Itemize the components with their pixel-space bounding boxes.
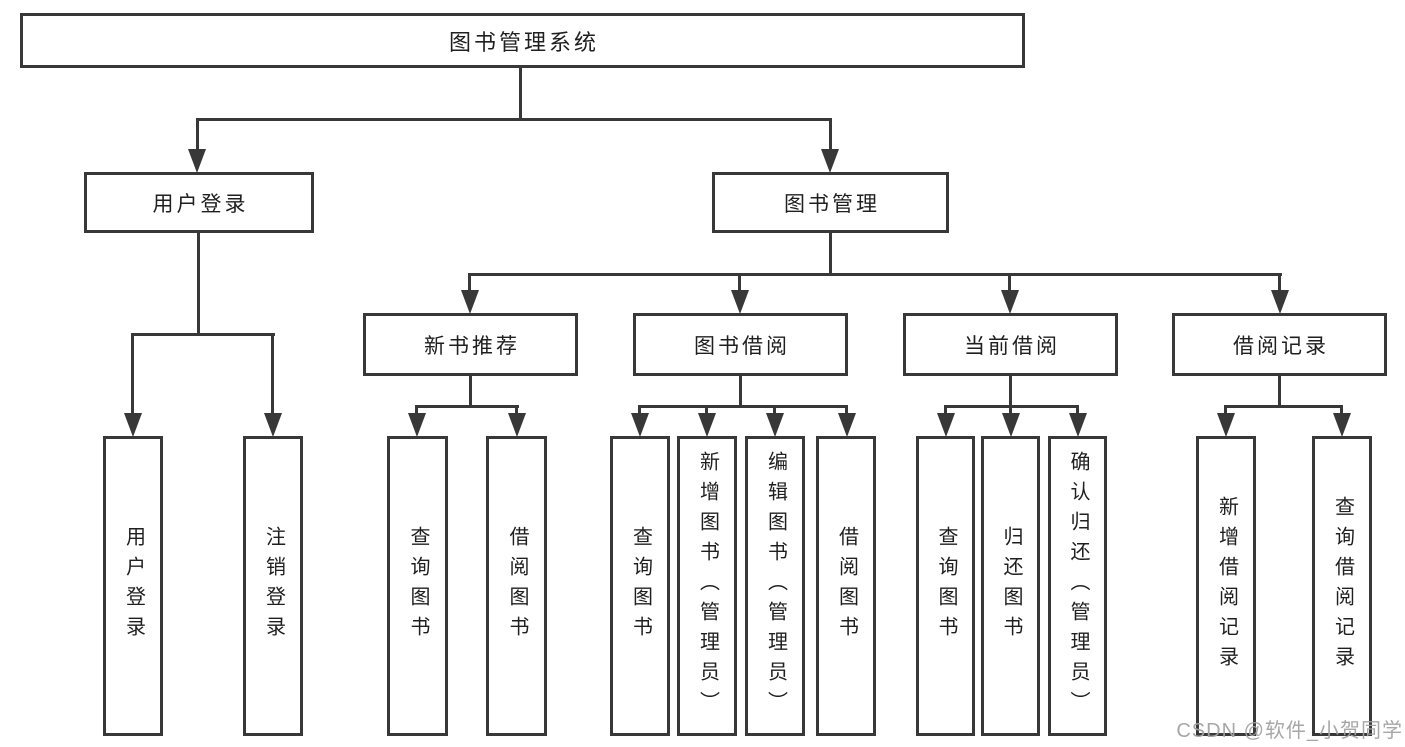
- connector-line: [469, 376, 472, 407]
- connector-line: [519, 68, 522, 120]
- node-new-book-recommend: 新书推荐: [363, 313, 578, 376]
- connector-line: [705, 405, 708, 416]
- connector-line: [271, 333, 274, 414]
- arrow-down-icon: [264, 413, 282, 437]
- leaf-borrow-borrow-book-label: 借阅图书: [835, 526, 858, 646]
- leaf-current-confirm-return: 确认归还（管理员）: [1048, 436, 1107, 736]
- connector-line: [773, 405, 776, 416]
- arrow-down-icon: [838, 413, 856, 437]
- connector-line: [1008, 273, 1011, 293]
- leaf-borrow-edit-book-label: 编辑图书（管理员）: [764, 451, 787, 721]
- node-borrow-records: 借阅记录: [1172, 313, 1387, 376]
- leaf-user-login: 用户登录: [103, 436, 163, 736]
- connector-line: [197, 233, 200, 335]
- leaf-records-search-record-label: 查询借阅记录: [1331, 496, 1354, 676]
- connector-line: [415, 405, 519, 408]
- connector-line: [1278, 376, 1281, 407]
- connector-line: [131, 333, 275, 336]
- arrow-down-icon: [821, 149, 839, 173]
- leaf-records-add-record: 新增借阅记录: [1196, 436, 1256, 736]
- arrow-down-icon: [731, 290, 749, 314]
- leaf-logout-label: 注销登录: [262, 526, 285, 646]
- arrow-down-icon: [1002, 413, 1020, 437]
- arrow-down-icon: [766, 413, 784, 437]
- connector-line: [131, 333, 134, 414]
- arrow-down-icon: [937, 413, 955, 437]
- connector-line: [468, 273, 471, 293]
- leaf-borrow-add-book: 新增图书（管理员）: [677, 436, 737, 736]
- connector-line: [829, 233, 832, 275]
- node-user-login: 用户登录: [84, 172, 314, 233]
- arrow-down-icon: [1333, 413, 1351, 437]
- connector-line: [1009, 405, 1012, 416]
- connector-line: [415, 405, 418, 416]
- leaf-newbooks-search-book-label: 查询图书: [407, 526, 429, 646]
- leaf-current-search-book: 查询图书: [916, 436, 975, 736]
- arrow-down-icon: [408, 413, 426, 437]
- leaf-borrow-search-book-label: 查询图书: [629, 526, 652, 646]
- arrow-down-icon: [1271, 290, 1289, 314]
- connector-line: [196, 118, 832, 121]
- node-current-borrow: 当前借阅: [903, 313, 1118, 376]
- connector-line: [1224, 405, 1343, 408]
- watermark: CSDN @软件_小贺同学: [1176, 720, 1403, 742]
- connector-line: [638, 405, 848, 408]
- leaf-newbooks-borrow-book-label: 借阅图书: [506, 526, 528, 646]
- leaf-logout: 注销登录: [243, 436, 303, 736]
- connector-line: [738, 273, 741, 293]
- arrow-down-icon: [1217, 413, 1235, 437]
- connector-line: [196, 118, 199, 152]
- connector-line: [1340, 405, 1343, 416]
- leaf-records-add-record-label: 新增借阅记录: [1215, 496, 1238, 676]
- leaf-user-login-label: 用户登录: [122, 526, 145, 646]
- leaf-current-return-book-label: 归还图书: [1000, 526, 1022, 646]
- leaf-borrow-borrow-book: 借阅图书: [816, 436, 876, 736]
- connector-line: [1224, 405, 1227, 416]
- arrow-down-icon: [188, 149, 206, 173]
- connector-line: [1009, 376, 1012, 407]
- arrow-down-icon: [508, 413, 526, 437]
- leaf-current-return-book: 归还图书: [981, 436, 1040, 736]
- arrow-down-icon: [461, 290, 479, 314]
- leaf-records-search-record: 查询借阅记录: [1312, 436, 1372, 736]
- leaf-current-confirm-return-label: 确认归还（管理员）: [1067, 451, 1089, 721]
- arrow-down-icon: [124, 413, 142, 437]
- connector-line: [638, 405, 641, 416]
- connector-line: [1076, 405, 1079, 416]
- leaf-newbooks-borrow-book: 借阅图书: [486, 436, 547, 736]
- leaf-borrow-add-book-label: 新增图书（管理员）: [696, 451, 719, 721]
- connector-line: [944, 405, 947, 416]
- leaf-borrow-edit-book: 编辑图书（管理员）: [745, 436, 805, 736]
- connector-line: [515, 405, 518, 416]
- node-book-management: 图书管理: [712, 172, 949, 233]
- connector-line: [1278, 273, 1281, 293]
- connector-line: [845, 405, 848, 416]
- leaf-current-search-book-label: 查询图书: [935, 526, 957, 646]
- node-book-borrow: 图书借阅: [633, 313, 848, 376]
- leaf-borrow-search-book: 查询图书: [610, 436, 670, 736]
- connector-line: [829, 118, 832, 152]
- connector-line: [739, 376, 742, 407]
- connector-line: [468, 273, 1282, 276]
- arrow-down-icon: [1001, 290, 1019, 314]
- arrow-down-icon: [631, 413, 649, 437]
- node-root: 图书管理系统: [20, 13, 1025, 68]
- arrow-down-icon: [698, 413, 716, 437]
- leaf-newbooks-search-book: 查询图书: [387, 436, 448, 736]
- arrow-down-icon: [1069, 413, 1087, 437]
